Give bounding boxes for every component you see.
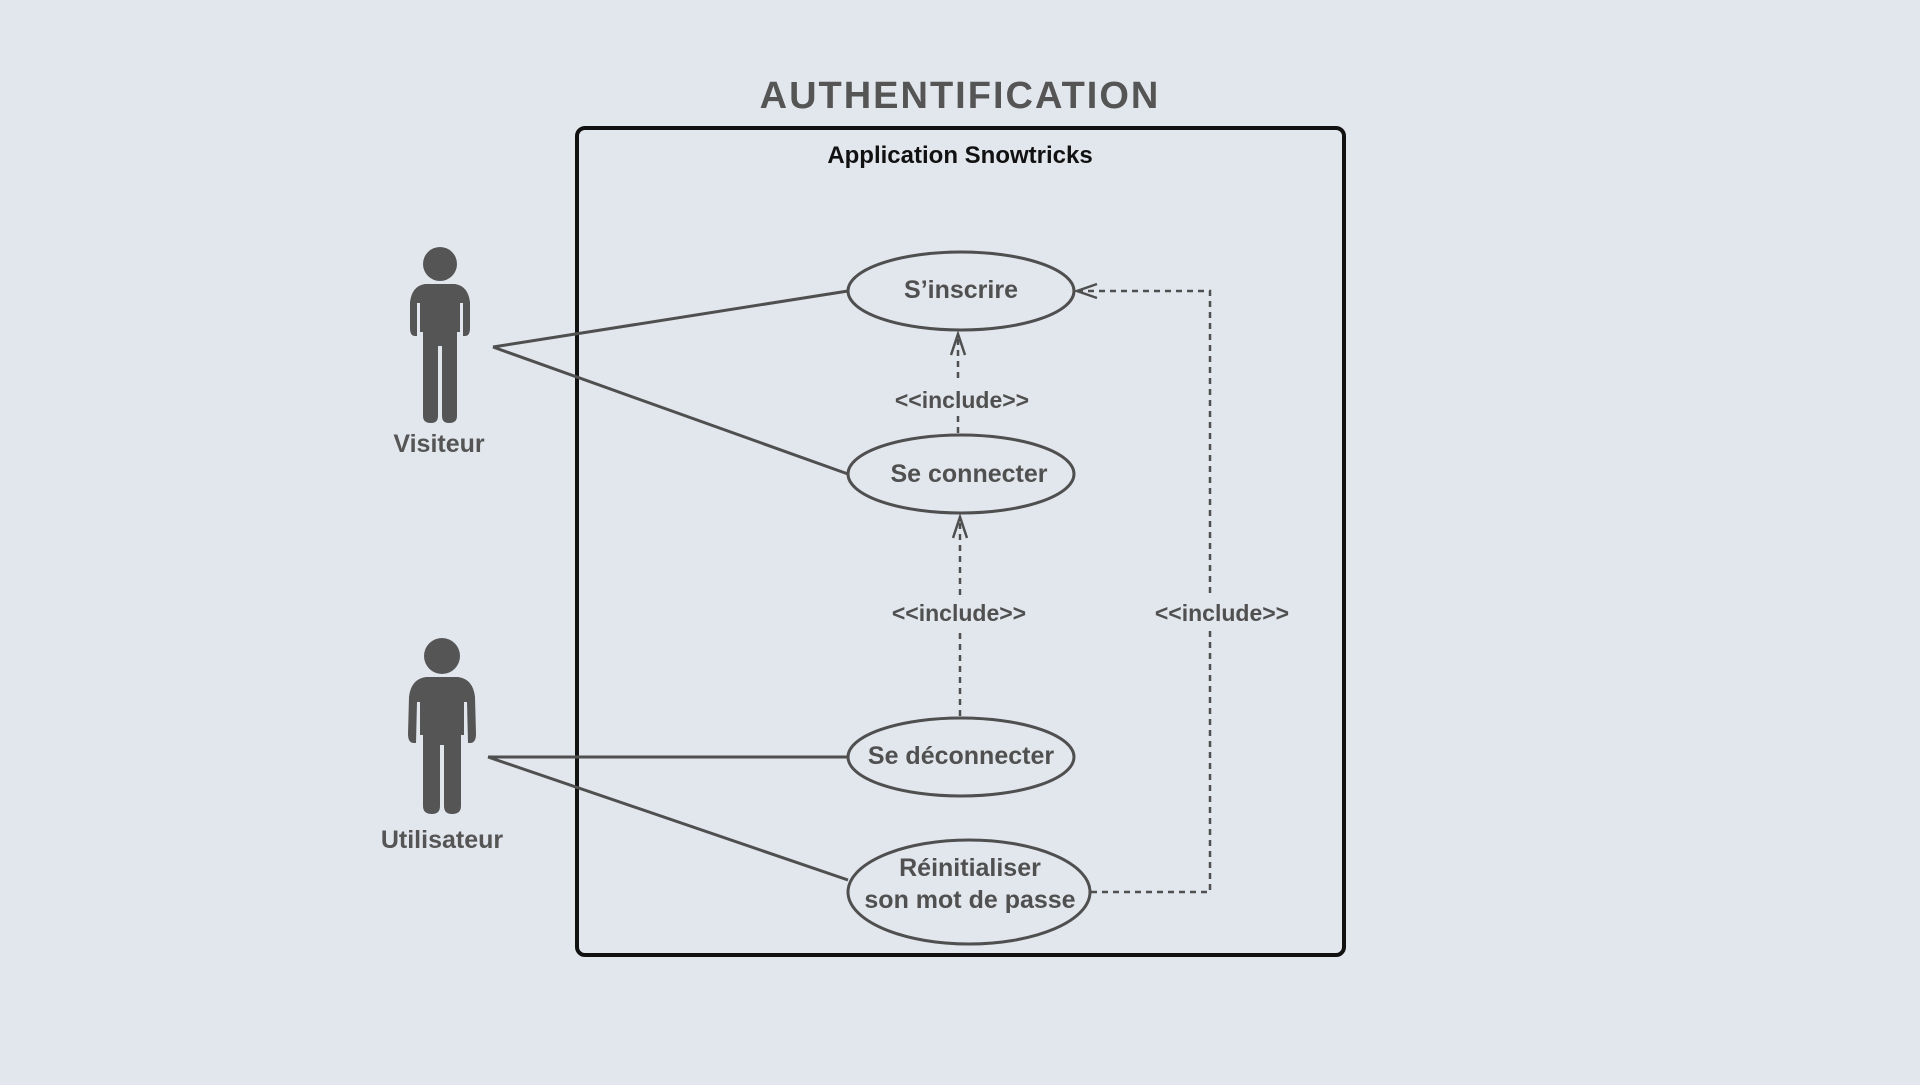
include-label-reinitialiser-inscrire: <<include>> xyxy=(1155,600,1289,626)
association-visiteur-inscrire xyxy=(492,289,849,349)
include-connecter-inscrire-arrowhead xyxy=(949,330,967,356)
usecase-connecter: Se connecter xyxy=(846,433,1076,515)
usecase-deconnecter-label: Se déconnecter xyxy=(868,742,1054,770)
actor-utilisateur-label: Utilisateur xyxy=(381,826,504,854)
actor-utilisateur: Utilisateur xyxy=(381,638,504,854)
include-reinitialiser-inscrire-arrowhead xyxy=(1073,282,1098,300)
include-label-deconnecter-connecter: <<include>> xyxy=(892,600,1026,626)
actor-visiteur: Visiteur xyxy=(393,247,485,458)
include-label-1-bg xyxy=(888,382,1032,416)
include-reinitialiser-inscrire-line xyxy=(1078,289,1212,894)
include-deconnecter-connecter-arrowhead xyxy=(951,513,969,539)
person-icon xyxy=(408,638,476,814)
usecase-inscrire: S’inscrire xyxy=(846,250,1076,332)
usecase-connecter-label: Se connecter xyxy=(890,460,1047,488)
system-boundary xyxy=(575,126,1346,957)
usecase-inscrire-label: S’inscrire xyxy=(904,276,1018,304)
usecase-reinitialiser: Réinitialiser son mot de passe xyxy=(846,838,1092,946)
include-label-3-bg xyxy=(1150,595,1294,629)
person-icon xyxy=(410,247,470,423)
association-utilisateur-reinitialiser xyxy=(487,755,849,882)
usecase-reinitialiser-label-line2: son mot de passe xyxy=(864,886,1075,914)
association-visiteur-connecter xyxy=(492,345,849,476)
usecase-reinitialiser-label-line1: Réinitialiser xyxy=(899,854,1041,882)
usecase-deconnecter: Se déconnecter xyxy=(846,716,1076,798)
include-label-2-bg xyxy=(886,595,1030,629)
actor-visiteur-label: Visiteur xyxy=(393,430,485,458)
diagram-title: AUTHENTIFICATION xyxy=(760,75,1161,117)
system-title: Application Snowtricks xyxy=(827,142,1092,169)
include-label-connecter-inscrire: <<include>> xyxy=(895,387,1029,413)
